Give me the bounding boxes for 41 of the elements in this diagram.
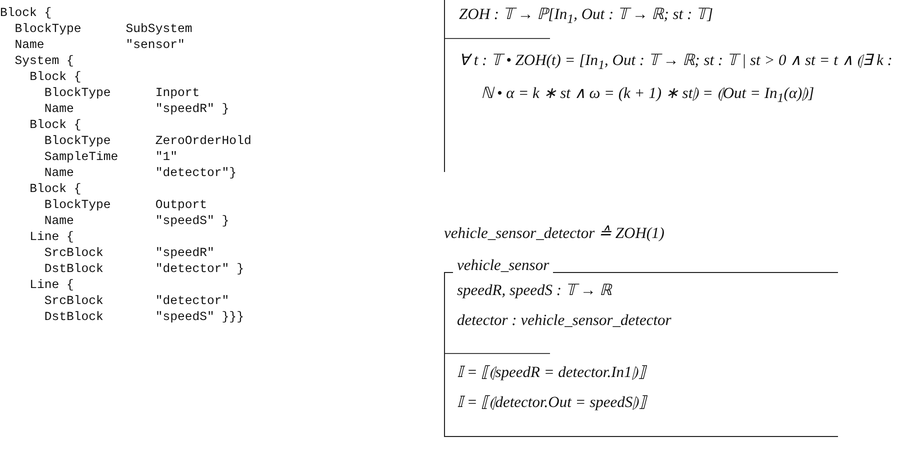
formula-text: speedR, speedS : 𝕋 → ℝ [457, 281, 612, 301]
code-text: SrcBlock [44, 245, 104, 261]
code-text: Name [44, 213, 74, 229]
code-text: Block { [30, 181, 82, 197]
code-text: Line { [30, 277, 74, 293]
code-text: DstBlock [44, 309, 104, 325]
code-text: "sensor" [126, 37, 185, 53]
formula-text: 𝕀 = ⟦⦇detector.Out = speedS⦈⟧ [457, 393, 647, 413]
code-text: Line { [30, 229, 74, 245]
code-text: BlockType [14, 21, 82, 37]
formula-text: 𝕀 = ⟦⦇speedR = detector.In1⦈⟧ [457, 363, 646, 383]
formula-text: vehicle_sensor_detector ≙ ZOH(1) [444, 224, 664, 244]
formula-text: ZOH : 𝕋 → ℙ[In$_{1}$, Out : 𝕋 → ℝ; st : 𝕋] [459, 5, 714, 28]
code-text: SubSystem [126, 21, 192, 37]
code-text: "speedR" [155, 245, 214, 261]
code-text: BlockType [44, 197, 111, 213]
code-text: "detector" } [155, 261, 244, 277]
code-text: Block { [0, 5, 52, 21]
code-text: SrcBlock [44, 293, 104, 309]
code-text: Name [44, 101, 74, 117]
code-text: Name [14, 37, 44, 53]
code-text: SampleTime [44, 149, 118, 165]
formula-text: detector : vehicle_sensor_detector [457, 311, 672, 331]
code-text: Inport [155, 85, 200, 101]
code-text: System { [14, 53, 74, 69]
code-text: "detector" [155, 293, 230, 309]
code-text: ZeroOrderHold [155, 133, 252, 149]
code-text: Name [44, 165, 74, 181]
code-text: "speedR" } [155, 101, 230, 117]
code-text: "speedS" } [155, 213, 230, 229]
code-text: Block { [30, 69, 82, 85]
code-text: "1" [155, 149, 178, 165]
code-text: BlockType [44, 133, 111, 149]
code-text: "detector"} [155, 165, 237, 181]
code-text: Block { [30, 117, 82, 133]
code-text: BlockType [44, 85, 111, 101]
schema-title: vehicle_sensor [453, 256, 554, 276]
formula-text: ∀ t : 𝕋 • ZOH(t) = [In$_{1}$, Out : 𝕋 → ℝ; st : 𝕋 | st > 0 ∧ st = t ∧ ⦇∃ k : ℕ • α = k ∗ st ∧ ω = (k + 1) ∗ st⦈ = ⦇Out = In$_{1}$(α)⦈] [459, 51, 894, 108]
code-text: Outport [155, 197, 208, 213]
code-text: "speedS" }}} [155, 309, 244, 325]
code-text: DstBlock [44, 261, 104, 277]
